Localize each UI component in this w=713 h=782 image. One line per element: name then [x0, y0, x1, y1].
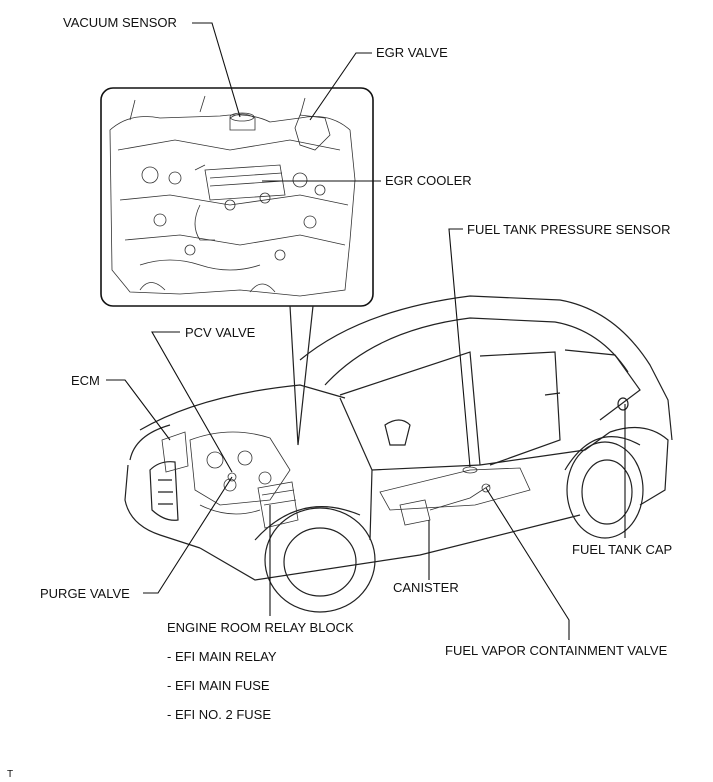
- leader-egr-valve: [309, 52, 372, 121]
- ecm-label: ECM: [71, 373, 100, 388]
- canister-label: CANISTER: [393, 580, 459, 595]
- efi-main-relay-label: - EFI MAIN RELAY: [167, 649, 277, 664]
- purge-valve-label: PURGE VALVE: [40, 586, 130, 601]
- vehicle-body: [124, 295, 673, 613]
- leader-fuel-tank-pressure-sensor: [448, 228, 471, 468]
- leader-pcv-valve: [151, 331, 233, 473]
- vacuum-sensor-label: VACUUM SENSOR: [63, 15, 177, 30]
- efi-no2-fuse-label: - EFI NO. 2 FUSE: [167, 707, 272, 722]
- fuel-vapor-containment-valve-label: FUEL VAPOR CONTAINMENT VALVE: [445, 643, 668, 658]
- corner-mark: T: [7, 769, 14, 780]
- fuel-tank-pressure-sensor-label: FUEL TANK PRESSURE SENSOR: [467, 222, 671, 237]
- leader-ecm: [106, 379, 171, 441]
- egr-cooler-label: EGR COOLER: [385, 173, 472, 188]
- leader-lines: [106, 22, 626, 640]
- fuel-tank-cap-label: FUEL TANK CAP: [572, 542, 673, 557]
- leader-vacuum-sensor: [192, 22, 241, 118]
- leader-purge-valve: [143, 476, 233, 594]
- engine-detail-inset: [100, 87, 374, 446]
- efi-main-fuse-label: - EFI MAIN FUSE: [167, 678, 270, 693]
- engine-room-relay-block-label: ENGINE ROOM RELAY BLOCK: [167, 620, 354, 635]
- leader-fuel-vapor-containment-valve: [485, 487, 570, 640]
- egr-valve-label: EGR VALVE: [376, 45, 448, 60]
- pcv-valve-label: PCV VALVE: [185, 325, 256, 340]
